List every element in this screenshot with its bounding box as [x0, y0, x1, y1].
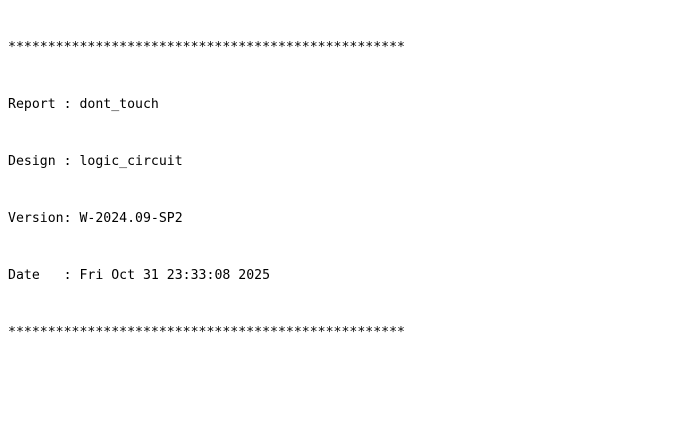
report-name-label: Report :	[8, 97, 72, 112]
banner-bottom-separator: ****************************************…	[8, 325, 405, 340]
design-value: logic_circuit	[79, 154, 183, 169]
version-value: W-2024.09-SP2	[79, 211, 183, 226]
date-field: Date : Fri Oct 31 23:33:08 2025	[8, 266, 699, 285]
design-label: Design :	[8, 154, 72, 169]
version-label: Version:	[8, 211, 72, 226]
date-value: Fri Oct 31 23:33:08 2025	[79, 268, 271, 283]
version-field: Version: W-2024.09-SP2	[8, 209, 699, 228]
report-name-field: Report : dont_touch	[8, 95, 699, 114]
banner-top-separator: ****************************************…	[8, 40, 405, 55]
report-name-value: dont_touch	[79, 97, 159, 112]
date-label: Date :	[8, 268, 72, 283]
design-field: Design : logic_circuit	[8, 152, 699, 171]
blank-line	[8, 380, 699, 399]
